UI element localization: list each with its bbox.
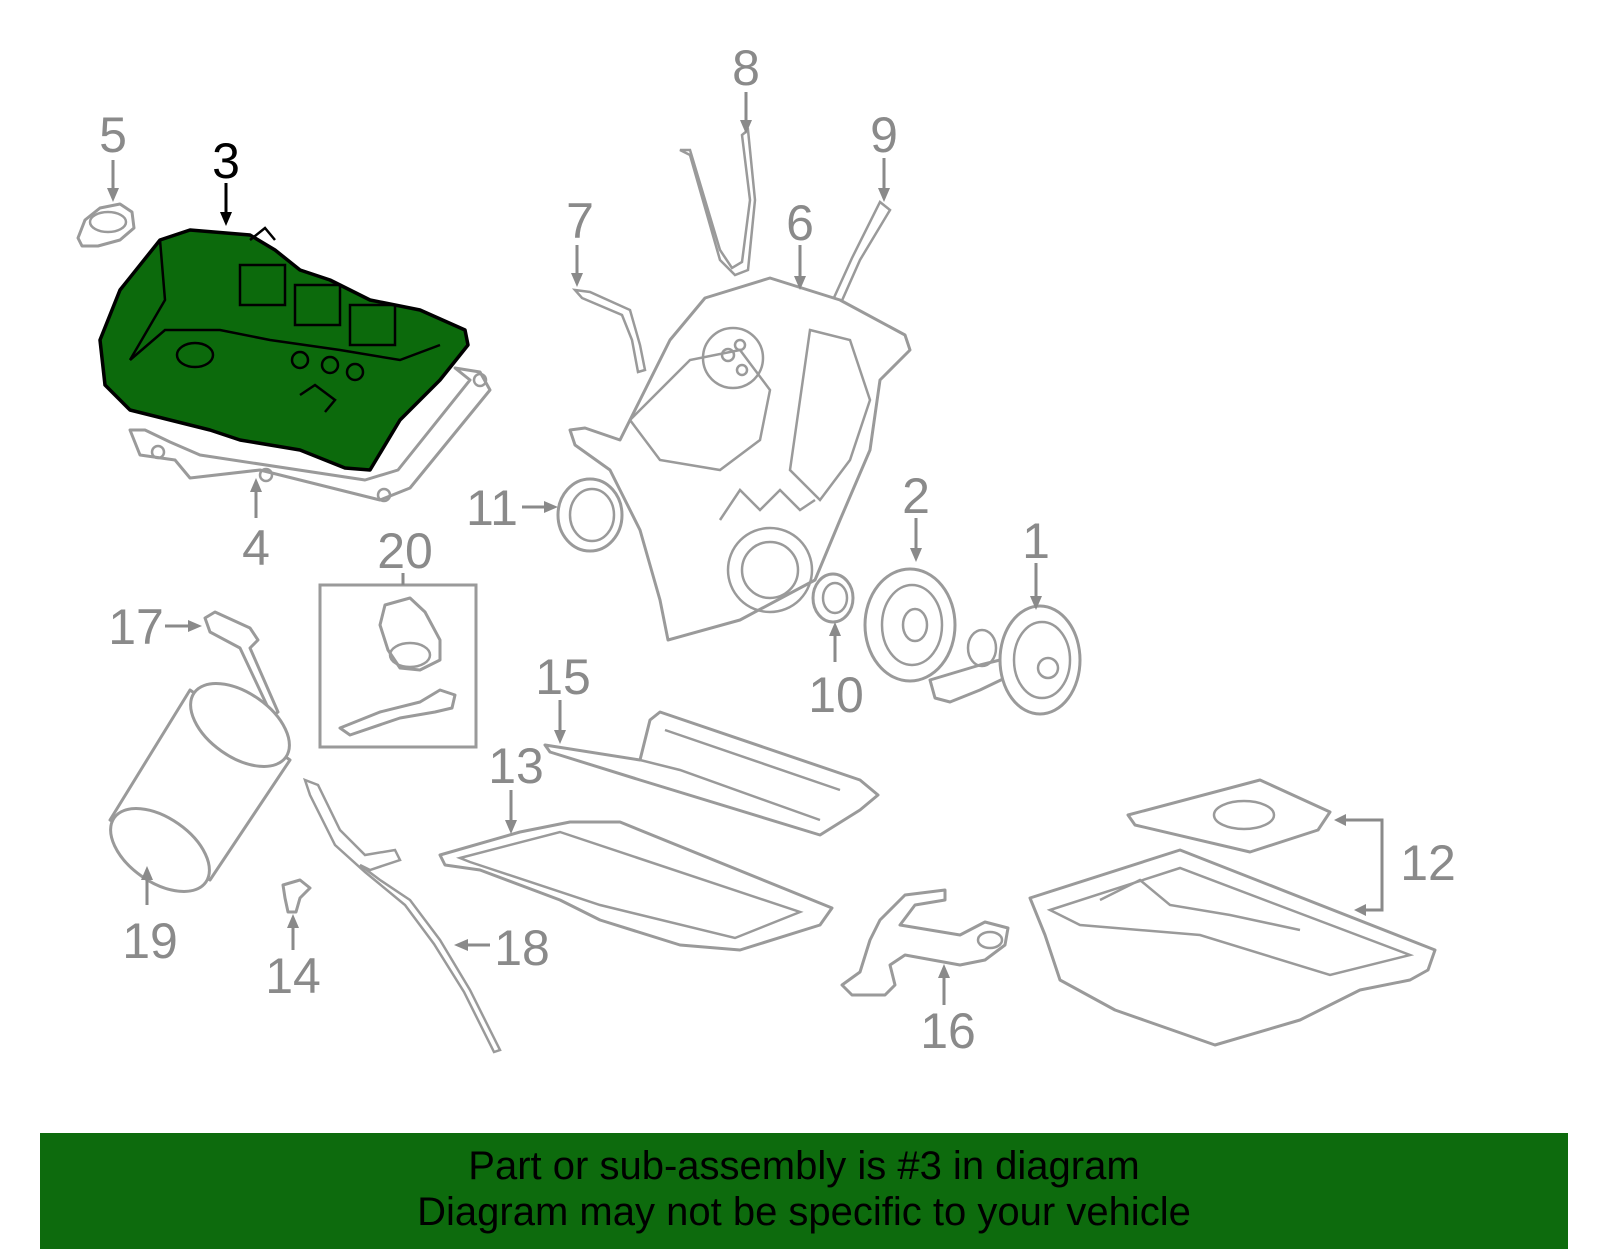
callout-16[interactable]: 16 bbox=[920, 1003, 976, 1059]
callout-6[interactable]: 6 bbox=[786, 195, 814, 251]
callout-2[interactable]: 2 bbox=[902, 468, 930, 524]
parts-diagram: 1 2 3 4 5 6 7 8 9 10 11 12 13 14 15 16 1… bbox=[76, 40, 1456, 1059]
part-7-gasket[interactable] bbox=[571, 288, 647, 374]
part-5-oil-cap[interactable] bbox=[76, 202, 136, 248]
part-10-seal[interactable] bbox=[811, 572, 855, 624]
callout-19[interactable]: 19 bbox=[122, 913, 178, 969]
callout-11[interactable]: 11 bbox=[466, 480, 518, 536]
callout-12[interactable]: 12 bbox=[1400, 835, 1456, 891]
part-6-timing-cover[interactable] bbox=[568, 276, 912, 642]
callout-4[interactable]: 4 bbox=[242, 520, 270, 576]
part-11-seal[interactable] bbox=[556, 477, 624, 553]
callout-10[interactable]: 10 bbox=[808, 667, 864, 723]
part-1-tensioner[interactable] bbox=[928, 604, 1082, 716]
callout-14[interactable]: 14 bbox=[265, 948, 321, 1004]
callout-8[interactable]: 8 bbox=[732, 40, 760, 96]
callout-3[interactable]: 3 bbox=[212, 133, 240, 189]
part-16-pickup[interactable] bbox=[840, 888, 1010, 997]
part-13-gasket[interactable] bbox=[438, 820, 834, 952]
part-3-valve-cover[interactable] bbox=[98, 226, 470, 472]
callout-7[interactable]: 7 bbox=[566, 193, 594, 249]
callout-20[interactable]: 20 bbox=[377, 523, 433, 579]
part-12-oil-pan[interactable] bbox=[1028, 778, 1437, 1047]
banner-line-1: Part or sub-assembly is #3 in diagram bbox=[468, 1144, 1140, 1188]
part-9-gasket[interactable] bbox=[830, 200, 892, 307]
info-banner: Part or sub-assembly is #3 in diagram Di… bbox=[40, 1133, 1568, 1249]
banner-line-2: Diagram may not be specific to your vehi… bbox=[417, 1190, 1191, 1234]
part-8-gasket[interactable] bbox=[679, 127, 757, 277]
part-17-dipstick-tube[interactable] bbox=[203, 610, 280, 718]
callout-1[interactable]: 1 bbox=[1022, 513, 1050, 569]
part-2-pulley[interactable] bbox=[863, 567, 957, 683]
part-19-oil-filter[interactable] bbox=[96, 667, 304, 909]
part-14-bolt[interactable] bbox=[281, 878, 312, 914]
part-15-baffle[interactable] bbox=[543, 710, 880, 837]
callout-labels: 1 2 3 4 5 6 7 8 9 10 11 12 13 14 15 16 1… bbox=[99, 40, 1456, 1059]
part-18-dipstick[interactable] bbox=[302, 777, 502, 1054]
callout-17[interactable]: 17 bbox=[108, 599, 164, 655]
part-20-assembly[interactable] bbox=[318, 583, 478, 749]
callout-13[interactable]: 13 bbox=[488, 738, 544, 794]
callout-15[interactable]: 15 bbox=[535, 649, 591, 705]
part-4-gasket[interactable] bbox=[128, 366, 492, 503]
callout-9[interactable]: 9 bbox=[870, 107, 898, 163]
callout-5[interactable]: 5 bbox=[99, 107, 127, 163]
callout-18[interactable]: 18 bbox=[494, 920, 550, 976]
callout-arrows bbox=[107, 92, 1384, 1005]
